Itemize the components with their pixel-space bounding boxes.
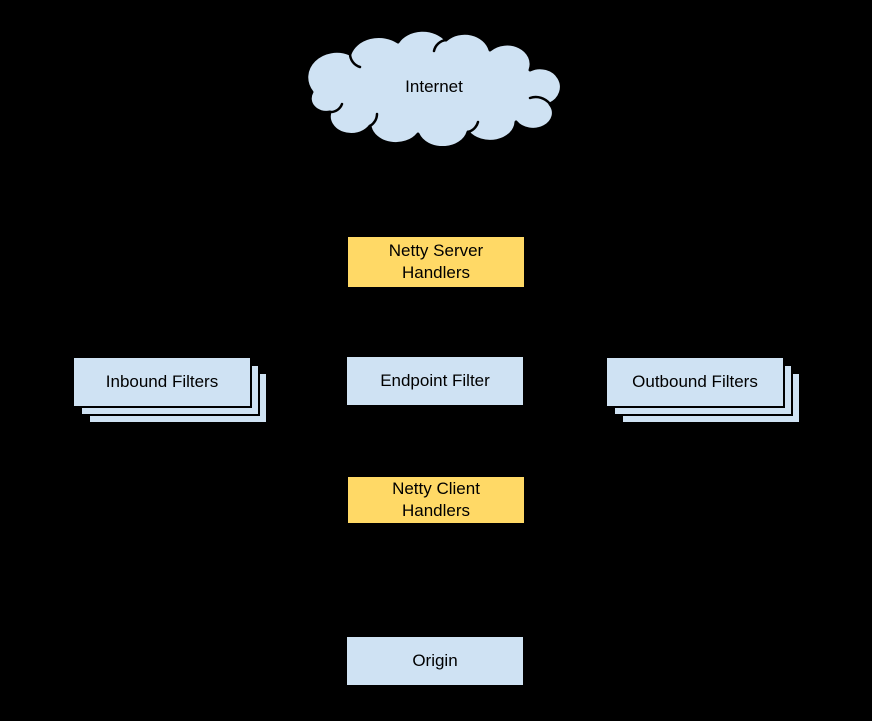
node-netty-client-handlers-label-line1: Netty Client — [392, 479, 480, 498]
node-internet: Internet — [306, 28, 562, 146]
cloud-curl — [466, 120, 480, 134]
node-netty-client-handlers-label-line2: Handlers — [401, 501, 471, 520]
node-inbound-filters: Inbound Filters — [72, 356, 270, 426]
cloud-curl — [528, 95, 552, 106]
node-outbound-filters-front: Outbound Filters — [605, 356, 785, 408]
node-outbound-filters: Outbound Filters — [605, 356, 803, 426]
node-inbound-filters-front: Inbound Filters — [72, 356, 252, 408]
node-netty-server-handlers-label-line1: Netty Server — [388, 241, 484, 260]
cloud-curl — [348, 52, 362, 69]
node-endpoint-filter: Endpoint Filter — [345, 355, 525, 407]
node-netty-server-handlers-label-line2: Handlers — [401, 263, 471, 282]
node-inbound-filters-label: Inbound Filters — [105, 372, 219, 391]
node-internet-label: Internet — [405, 77, 463, 96]
node-origin: Origin — [345, 635, 525, 687]
cloud-curl — [368, 112, 379, 128]
node-netty-client-handlers: Netty Client Handlers — [346, 475, 526, 525]
node-netty-server-handlers: Netty Server Handlers — [346, 235, 526, 289]
node-outbound-filters-label: Outbound Filters — [632, 372, 758, 391]
node-origin-label: Origin — [412, 651, 458, 670]
cloud-icon — [306, 28, 562, 146]
node-endpoint-filter-label: Endpoint Filter — [380, 371, 490, 390]
cloud-curl — [432, 38, 448, 53]
cloud-curl — [328, 102, 344, 114]
